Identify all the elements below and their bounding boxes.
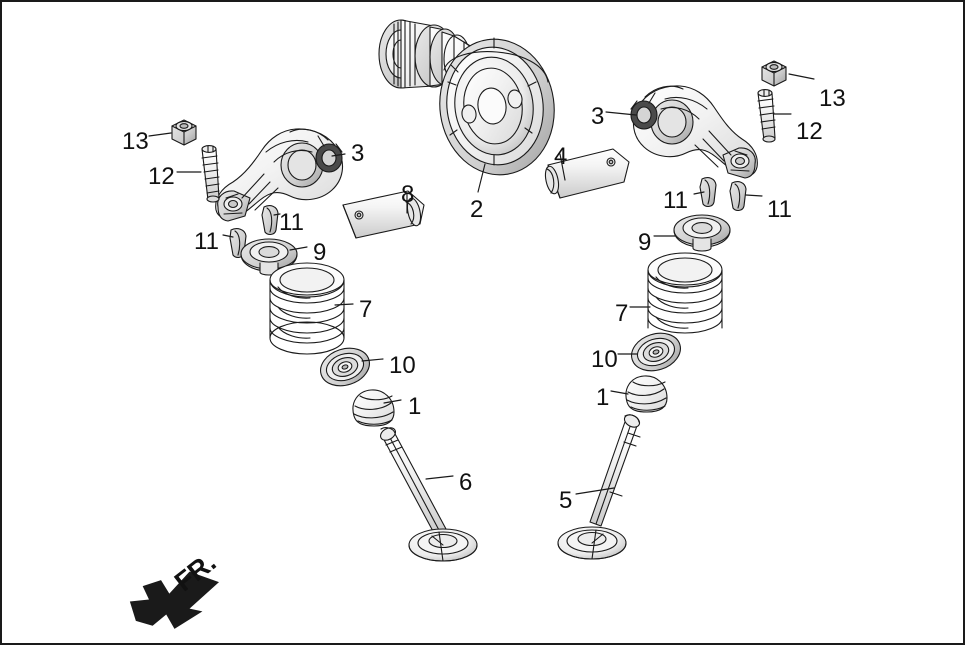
spring-retainer-right-part [673, 214, 731, 252]
valve-cotter-right-b-part [729, 181, 747, 211]
callout-3-left: 3 [351, 140, 365, 167]
spring-retainer-left-part [240, 238, 298, 276]
valve-spring-left-part [269, 262, 345, 355]
valve-spring-seat-right-part [625, 375, 668, 413]
callout-13-right: 13 [819, 85, 846, 112]
callout-13-left: 13 [122, 128, 149, 155]
rocker-arm-right-part [630, 85, 758, 179]
callout-8: 8 [401, 181, 415, 208]
fr-direction-arrow [129, 571, 219, 629]
adjuster-screw-right-part [757, 89, 776, 143]
callout-12-left: 12 [148, 163, 175, 190]
callout-9-right: 9 [638, 229, 652, 256]
valve-cotter-left-a-part [261, 205, 279, 235]
callout-12-right: 12 [796, 118, 823, 145]
camshaft-part [378, 19, 555, 176]
callout-11-left-a: 11 [279, 209, 304, 236]
callout-5: 5 [559, 487, 573, 514]
callout-11-right-a: 11 [663, 187, 688, 214]
callout-2: 2 [470, 196, 484, 223]
adjuster-screw-left-part [201, 145, 220, 203]
leader-lines [148, 73, 815, 495]
callout-6: 6 [459, 469, 473, 496]
callout-1-right: 1 [596, 384, 610, 411]
valve-cotter-right-a-part [699, 177, 717, 207]
valve-spring-seat-left-part [352, 389, 395, 427]
valve-spring-right-part [647, 252, 723, 334]
callout-10-left: 10 [389, 352, 416, 379]
callout-3-right: 3 [591, 103, 605, 130]
callout-4: 4 [554, 143, 568, 170]
rocker-arm-left-part [215, 128, 344, 222]
callout-10-right: 10 [591, 346, 618, 373]
callout-11-left-b: 11 [194, 228, 219, 255]
exhaust-valve-part [379, 427, 478, 562]
rocker-shaft-4-part [544, 148, 630, 199]
rocker-shaft-8-part [342, 190, 425, 239]
valve-stem-seal-left-part [320, 347, 370, 387]
adjuster-lock-nut-right-part [761, 60, 787, 87]
valve-stem-seal-right-part [631, 332, 681, 372]
callout-11-right-b: 11 [767, 196, 792, 223]
callout-7-left: 7 [359, 296, 373, 323]
callout-1-left: 1 [408, 393, 422, 420]
callout-7-right: 7 [615, 300, 629, 327]
adjuster-lock-nut-left-part [171, 119, 197, 146]
callout-9-left: 9 [313, 239, 327, 266]
intake-valve-part [557, 414, 641, 560]
